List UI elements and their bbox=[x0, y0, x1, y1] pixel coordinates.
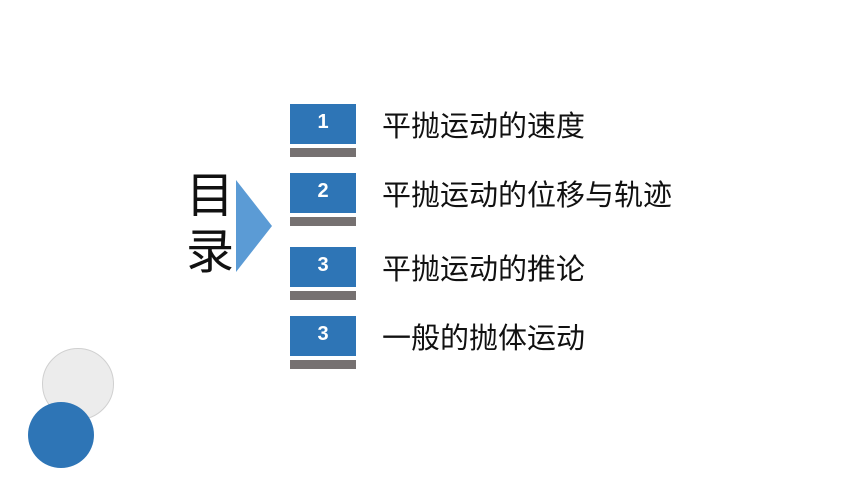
toc-item-label: 一般的抛体运动 bbox=[382, 321, 586, 355]
toc-item-number: 3 bbox=[290, 247, 356, 287]
toc-item-number: 2 bbox=[290, 173, 356, 213]
toc-title-char-2: 录 bbox=[186, 224, 235, 280]
toc-item-3[interactable]: 3 平抛运动的推论 bbox=[290, 247, 730, 303]
toc-item-label: 平抛运动的速度 bbox=[382, 109, 586, 143]
toc-title: 目 录 bbox=[186, 168, 242, 280]
decorative-circle-blue bbox=[28, 402, 94, 468]
toc-item-label: 平抛运动的位移与轨迹 bbox=[382, 178, 673, 212]
toc-item-2[interactable]: 2 平抛运动的位移与轨迹 bbox=[290, 173, 730, 229]
toc-title-char-1: 目 bbox=[186, 168, 235, 224]
toc-item-underline bbox=[290, 148, 356, 157]
toc-item-1[interactable]: 1 平抛运动的速度 bbox=[290, 104, 730, 160]
toc-item-label: 平抛运动的推论 bbox=[382, 252, 586, 286]
toc-item-4[interactable]: 3 一般的抛体运动 bbox=[290, 316, 730, 372]
toc-item-underline bbox=[290, 360, 356, 369]
arrow-right-icon bbox=[236, 180, 272, 272]
toc-item-underline bbox=[290, 217, 356, 226]
toc-item-number: 1 bbox=[290, 104, 356, 144]
toc-item-underline bbox=[290, 291, 356, 300]
toc-item-number: 3 bbox=[290, 316, 356, 356]
